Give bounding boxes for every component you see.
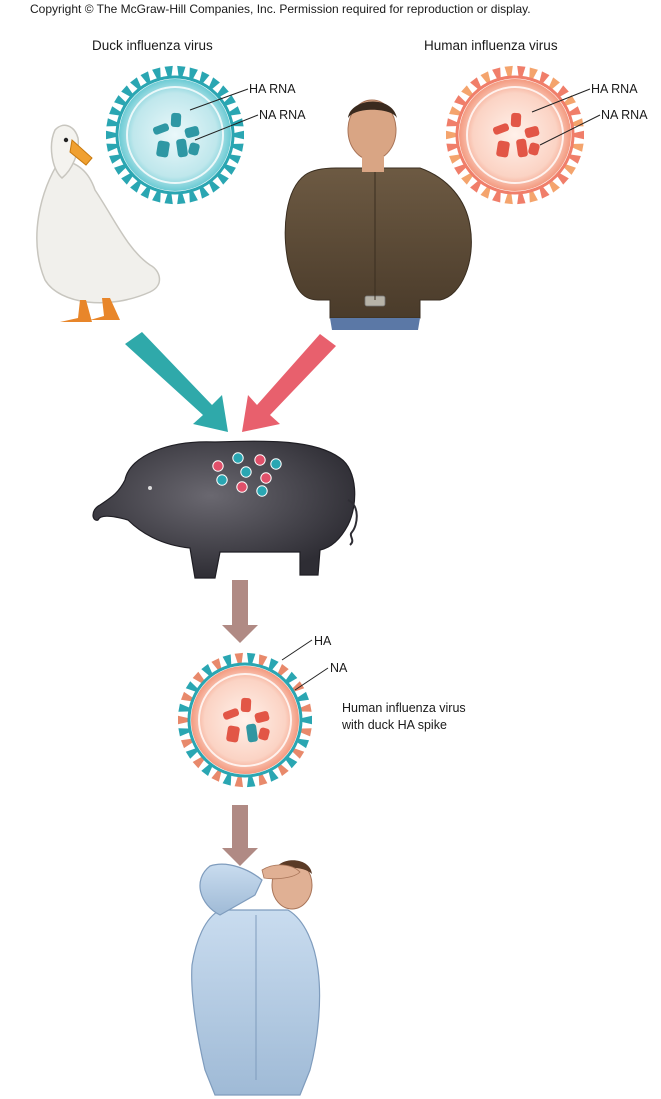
human-virus-icon [446,66,584,204]
pig-virus-dot [271,459,281,469]
pig-virus-dot [261,473,271,483]
pig-virus-dot [213,461,223,471]
reassortant-virus-icon [178,653,312,787]
arrow-duck-to-pig [125,332,228,432]
pig-virus-dot [241,467,251,477]
duck-virus-icon [106,66,244,204]
pig-virus-dot [257,486,267,496]
arrow-virus-to-person [222,805,258,866]
pig-virus-dot [217,475,227,485]
pig-virus-dot [237,482,247,492]
pig-virus-dot [255,455,265,465]
pig-virus-dot [233,453,243,463]
arrow-human-to-pig [242,334,336,432]
arrow-pig-to-virus [222,580,258,643]
sick-person-icon [192,860,320,1095]
pig-icon [93,441,357,578]
man-icon [285,100,471,330]
